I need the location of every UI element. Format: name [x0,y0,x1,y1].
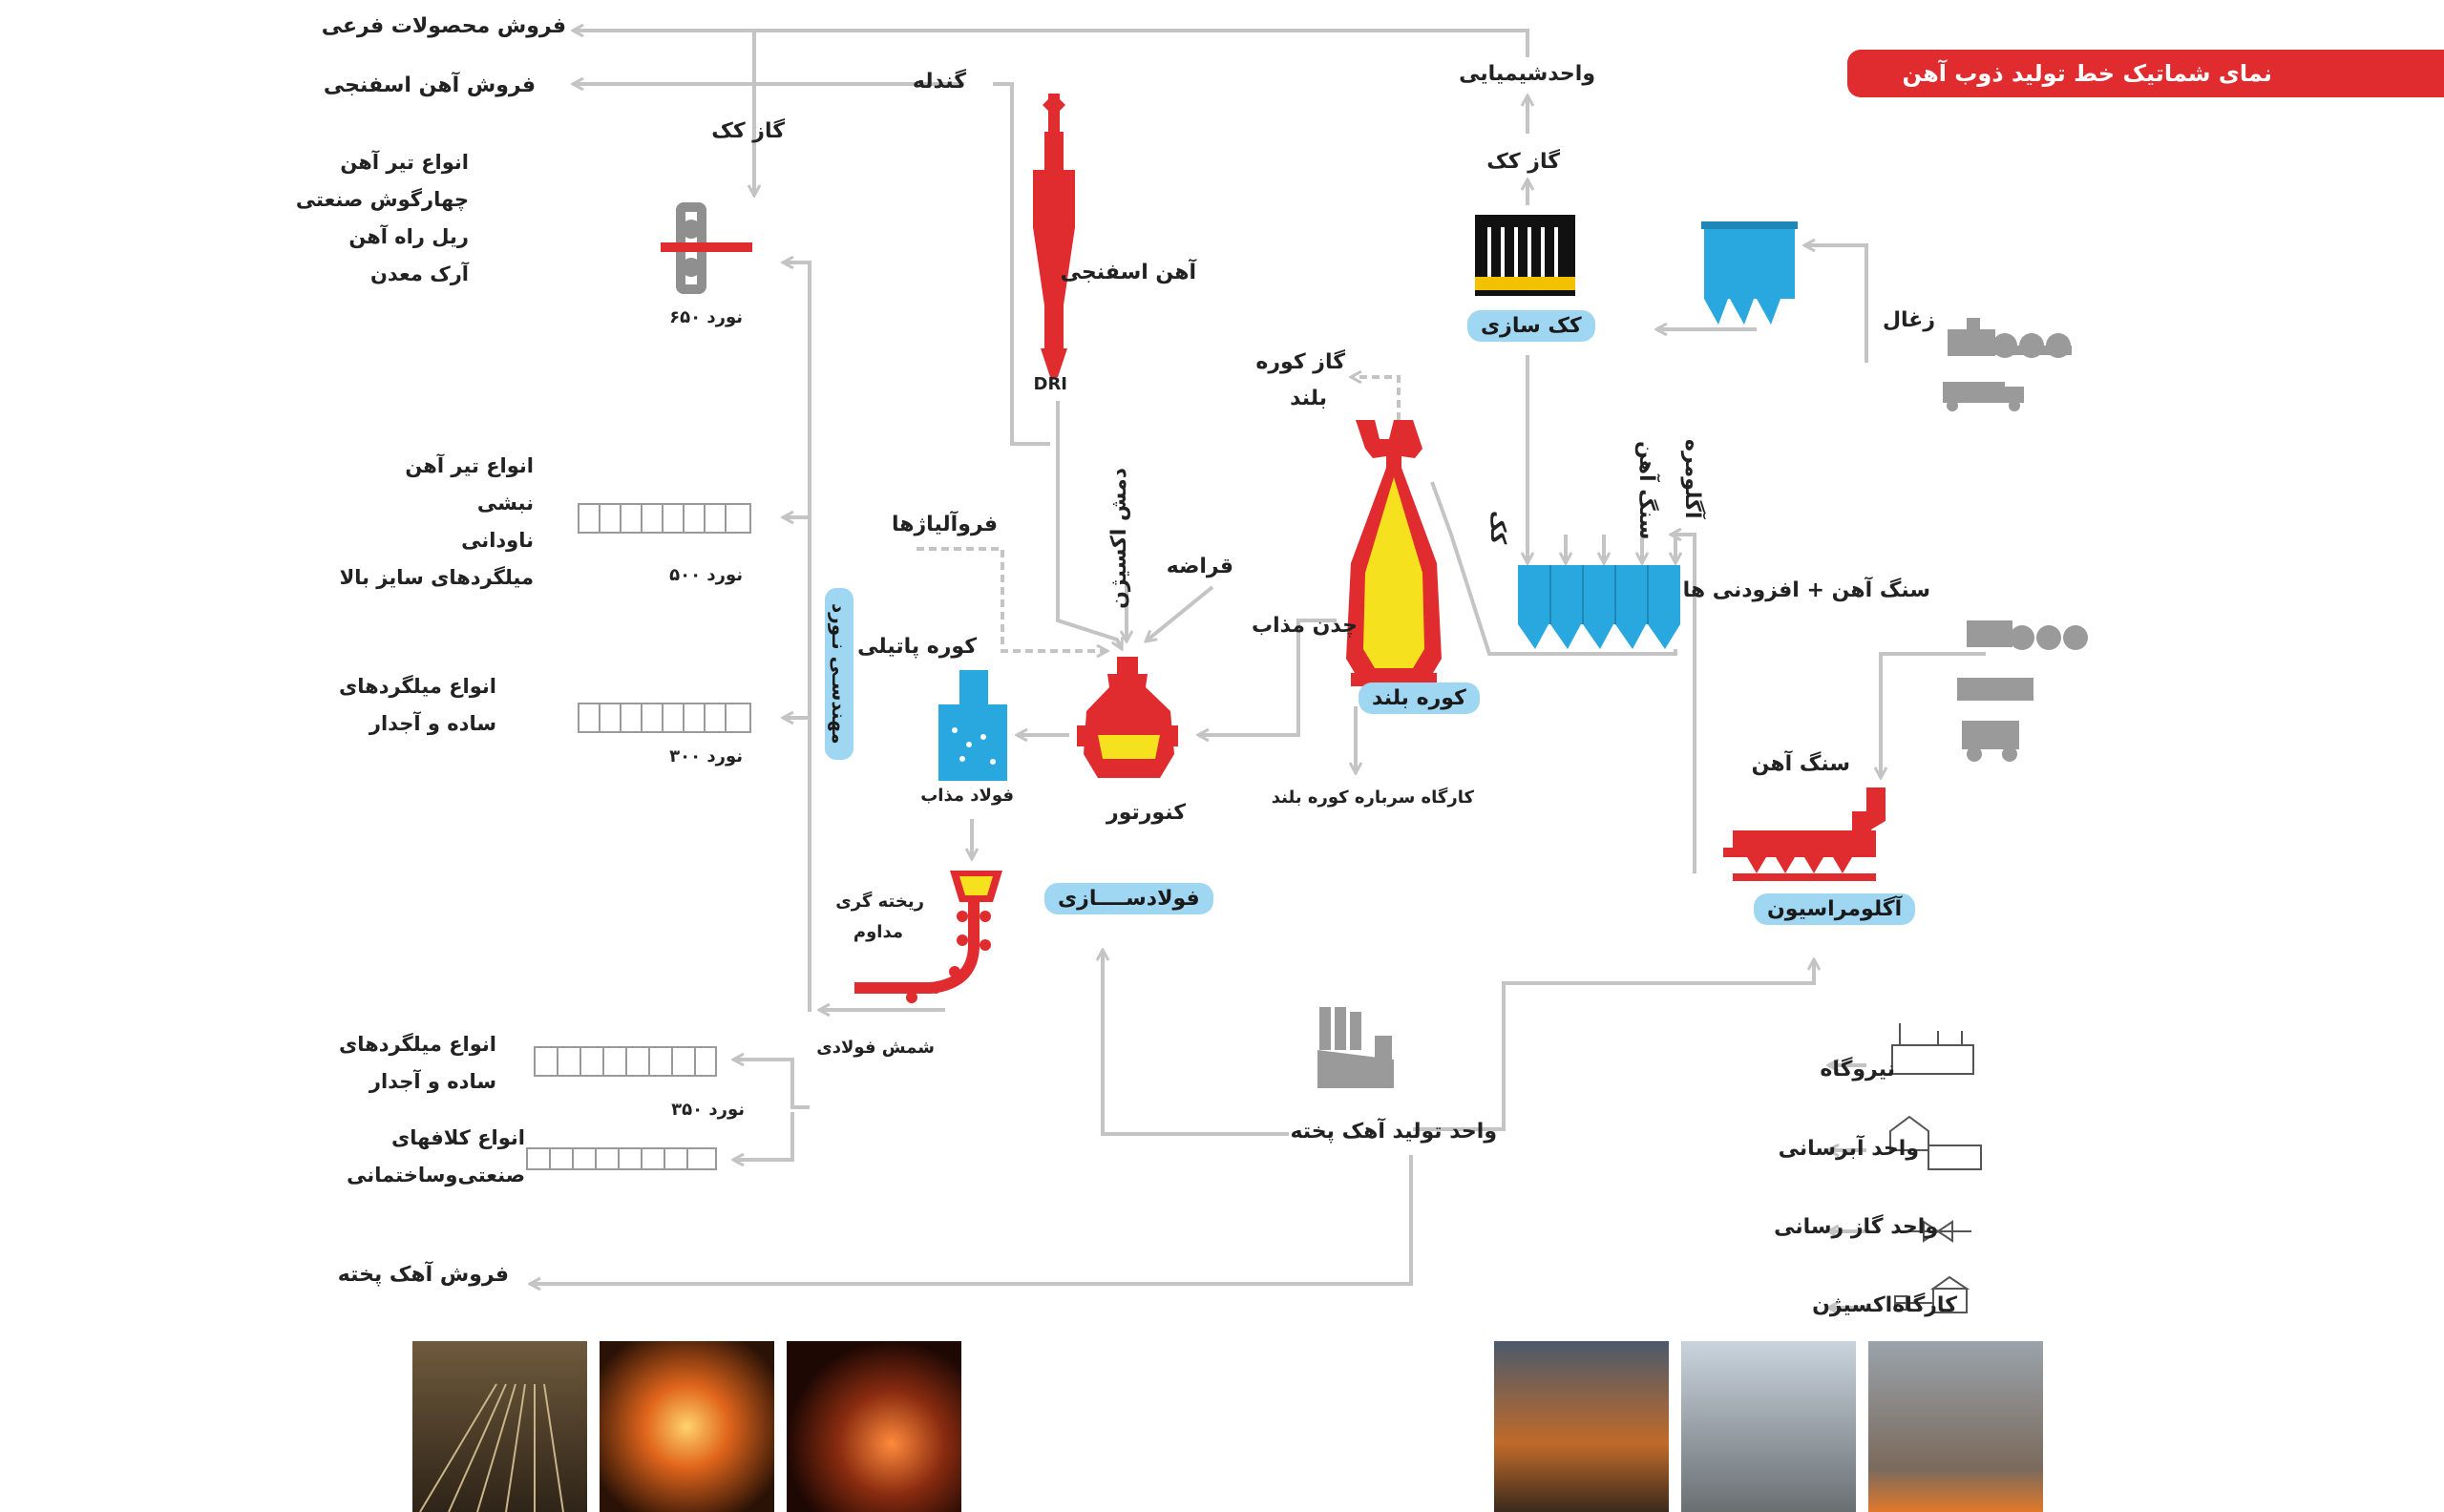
coke-gas-left-label: گاز کک [711,119,785,143]
mill350b-products: انواع کلافهای صنعتی‌وساختمانی [347,1120,525,1194]
bf-slag-workshop-label: کارگاه سرباره کوره بلند [1271,788,1474,808]
product-item: ساده و آجدار [369,1070,496,1093]
coal-label: زغال [1882,308,1935,332]
scrap-label: قراضه [1166,555,1233,578]
photo-strip-right [1494,1341,2043,1512]
coking-badge: کک سازی [1467,310,1595,342]
mill500-products: انواع تیر آهن نبشی ناودانی میلگردهای سای… [340,448,534,597]
ore-transport-icon [1957,620,2088,762]
product-item: انواع میلگردهای [339,1033,496,1056]
sponge-iron-reactor-icon [1033,94,1075,377]
photo-rolled-bars [412,1341,587,1512]
converter-icon [1077,657,1178,778]
product-item: انواع تیر آهن [405,454,534,477]
pellet-label: گندله [912,70,966,94]
product-item: ریل راه آهن [348,225,469,248]
photo-rolling-hall [1868,1341,2043,1512]
oxygen-blow-label: دمش اکسیژن [1107,468,1131,609]
photo-plant-exterior [1681,1341,1856,1512]
chemical-unit-label: واحدشیمیایی [1459,62,1595,86]
product-item: نبشی [476,492,534,514]
ladle-furnace-label: کوره پاتیلی [857,635,977,659]
lime-factory-icon [1317,1007,1394,1088]
mill300-products: انواع میلگردهای ساده و آجدار [339,668,496,743]
continuous-casting-label-1: ریخته گری [835,892,924,912]
water-supply-icon [1889,1115,1982,1170]
mill-500-label: نورد ۵۰۰ [669,565,743,585]
product-item: ناودانی [461,529,534,552]
iron-ore-label: سنگ آهن [1751,752,1850,776]
bf-gas-label-2: بلند [1290,387,1327,410]
photo-ladle-pour [600,1341,774,1512]
product-item: میلگردهای سایز بالا [339,566,534,589]
molten-steel-label: فولاد مذاب [920,786,1014,806]
utility-water-supply: واحد آبرسانی [1778,1137,1919,1161]
sale-sponge-iron-label: فروش آهن اسفنجی [323,74,536,97]
gas-supply-icon [1895,1220,1971,1243]
mill-650-icon [661,202,752,294]
product-item: ساده و آجدار [369,712,496,735]
lime-unit-label: واحد تولید آهک پخته [1290,1120,1497,1144]
oxygen-workshop-icon [1894,1275,1970,1313]
blast-furnace-icon [1346,420,1442,686]
product-item: آرک معدن [369,262,469,285]
sponge-iron-label: آهن اسفنجی [1060,261,1196,284]
rolling-stands-500-icon [578,503,751,534]
converter-label: کنورتور [1106,801,1186,825]
continuous-casting-icon [854,871,1002,1003]
utility-oxygen-workshop: کارگاه‌اکسیژن [1812,1293,1957,1317]
rolling-engineering-badge: مهندسـی نـورد [825,588,853,760]
blast-furnace-badge: کوره بلند [1359,682,1480,714]
photo-strip-left [412,1341,961,1512]
product-item: چهارگوش صنعتی [295,188,469,211]
iron-ore-vertical-label: سنگ آهن [1634,441,1658,540]
agglomerate-vertical-label: آگلومره [1680,439,1704,519]
mill-300-label: نورد ۳۰۰ [669,746,743,766]
bf-silos-icon [1518,565,1680,649]
title-banner: نمای شماتیک خط تولید ذوب آهن اصفهان [1847,50,2444,135]
steel-billet-label: شمش فولادی [816,1038,935,1058]
rolling-stands-350-icon [526,1046,717,1170]
continuous-casting-label-2: مداوم [853,922,903,942]
utility-gas-supply: واحد گاز رسانی [1774,1215,1938,1239]
mill-350-label: نورد ۳۵۰ [671,1100,745,1120]
coke-gas-right-label: گاز کک [1486,150,1560,174]
product-item: انواع میلگردهای [339,675,496,698]
sale-byproducts-label: فروش محصولات فرعی [321,14,566,38]
sale-lime-label: فروش آهک پخته [337,1263,509,1287]
steelmaking-badge: فولادســــازی [1044,883,1213,914]
power-plant-icon [1891,1023,1974,1075]
coke-oven-icon [1475,215,1575,296]
product-item: صنعتی‌وساختمانی [347,1164,525,1186]
agglomeration-badge: آگلومراسیون [1754,893,1916,925]
hot-metal-label: چدن مذاب [1252,614,1358,638]
bf-gas-label-1: گاز کوره [1255,350,1345,374]
mill-650-label: نورد ۶۵۰ [669,307,743,327]
page-title: نمای شماتیک خط تولید ذوب آهن اصفهان [1902,60,2272,135]
photo-furnace-tap [1494,1341,1669,1512]
coal-towers-icon [1701,221,1798,325]
mill350a-products: انواع میلگردهای ساده و آجدار [339,1026,496,1101]
coke-label: کک [1485,511,1509,545]
photo-hot-coil [787,1341,961,1512]
ore-additives-label: سنگ آهن + افزودنی ها [1682,578,1930,602]
utility-power-plant: نیروگاه [1820,1058,1895,1082]
dri-label: DRI [1033,374,1068,394]
agglomeration-icon [1723,788,1886,881]
product-item: انواع تیر آهن [340,151,469,174]
ladle-furnace-icon [938,670,1007,781]
mill650-products: انواع تیر آهن چهارگوش صنعتی ریل راه آهن … [296,144,469,293]
product-item: انواع کلافهای [390,1126,525,1149]
rolling-stands-300-icon [578,703,751,733]
coal-train-icon [1943,318,2072,411]
ferroalloys-label: فروآلیاژها [892,513,998,536]
